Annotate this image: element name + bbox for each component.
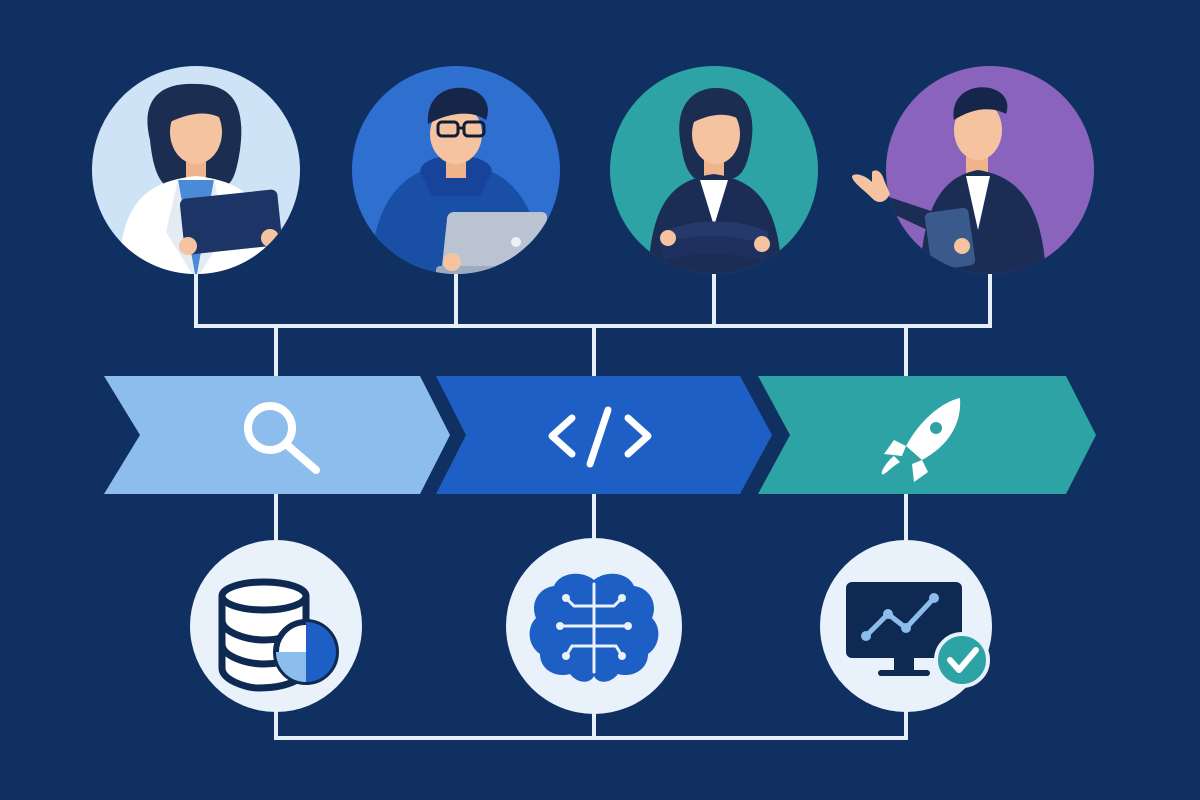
persona-presenter bbox=[852, 66, 1094, 274]
brain-circuit-icon bbox=[529, 573, 659, 682]
connector-lines bbox=[194, 272, 992, 740]
stage-development[interactable] bbox=[436, 376, 772, 494]
stage-launch[interactable] bbox=[758, 376, 1096, 494]
monitor-check-icon bbox=[846, 582, 990, 688]
presenter-raised-hand bbox=[852, 170, 890, 202]
bottom-bus-line bbox=[274, 710, 908, 740]
rocket-icon bbox=[881, 398, 961, 482]
database-chart-icon bbox=[218, 578, 339, 692]
tool-data bbox=[190, 540, 362, 712]
persona-manager bbox=[610, 66, 818, 274]
tool-monitoring bbox=[820, 540, 992, 712]
magnifier-icon bbox=[244, 402, 320, 474]
tool-ai bbox=[506, 538, 682, 714]
persona-data-scientist bbox=[92, 66, 300, 274]
code-icon bbox=[548, 406, 652, 468]
stage-research[interactable] bbox=[104, 376, 450, 494]
